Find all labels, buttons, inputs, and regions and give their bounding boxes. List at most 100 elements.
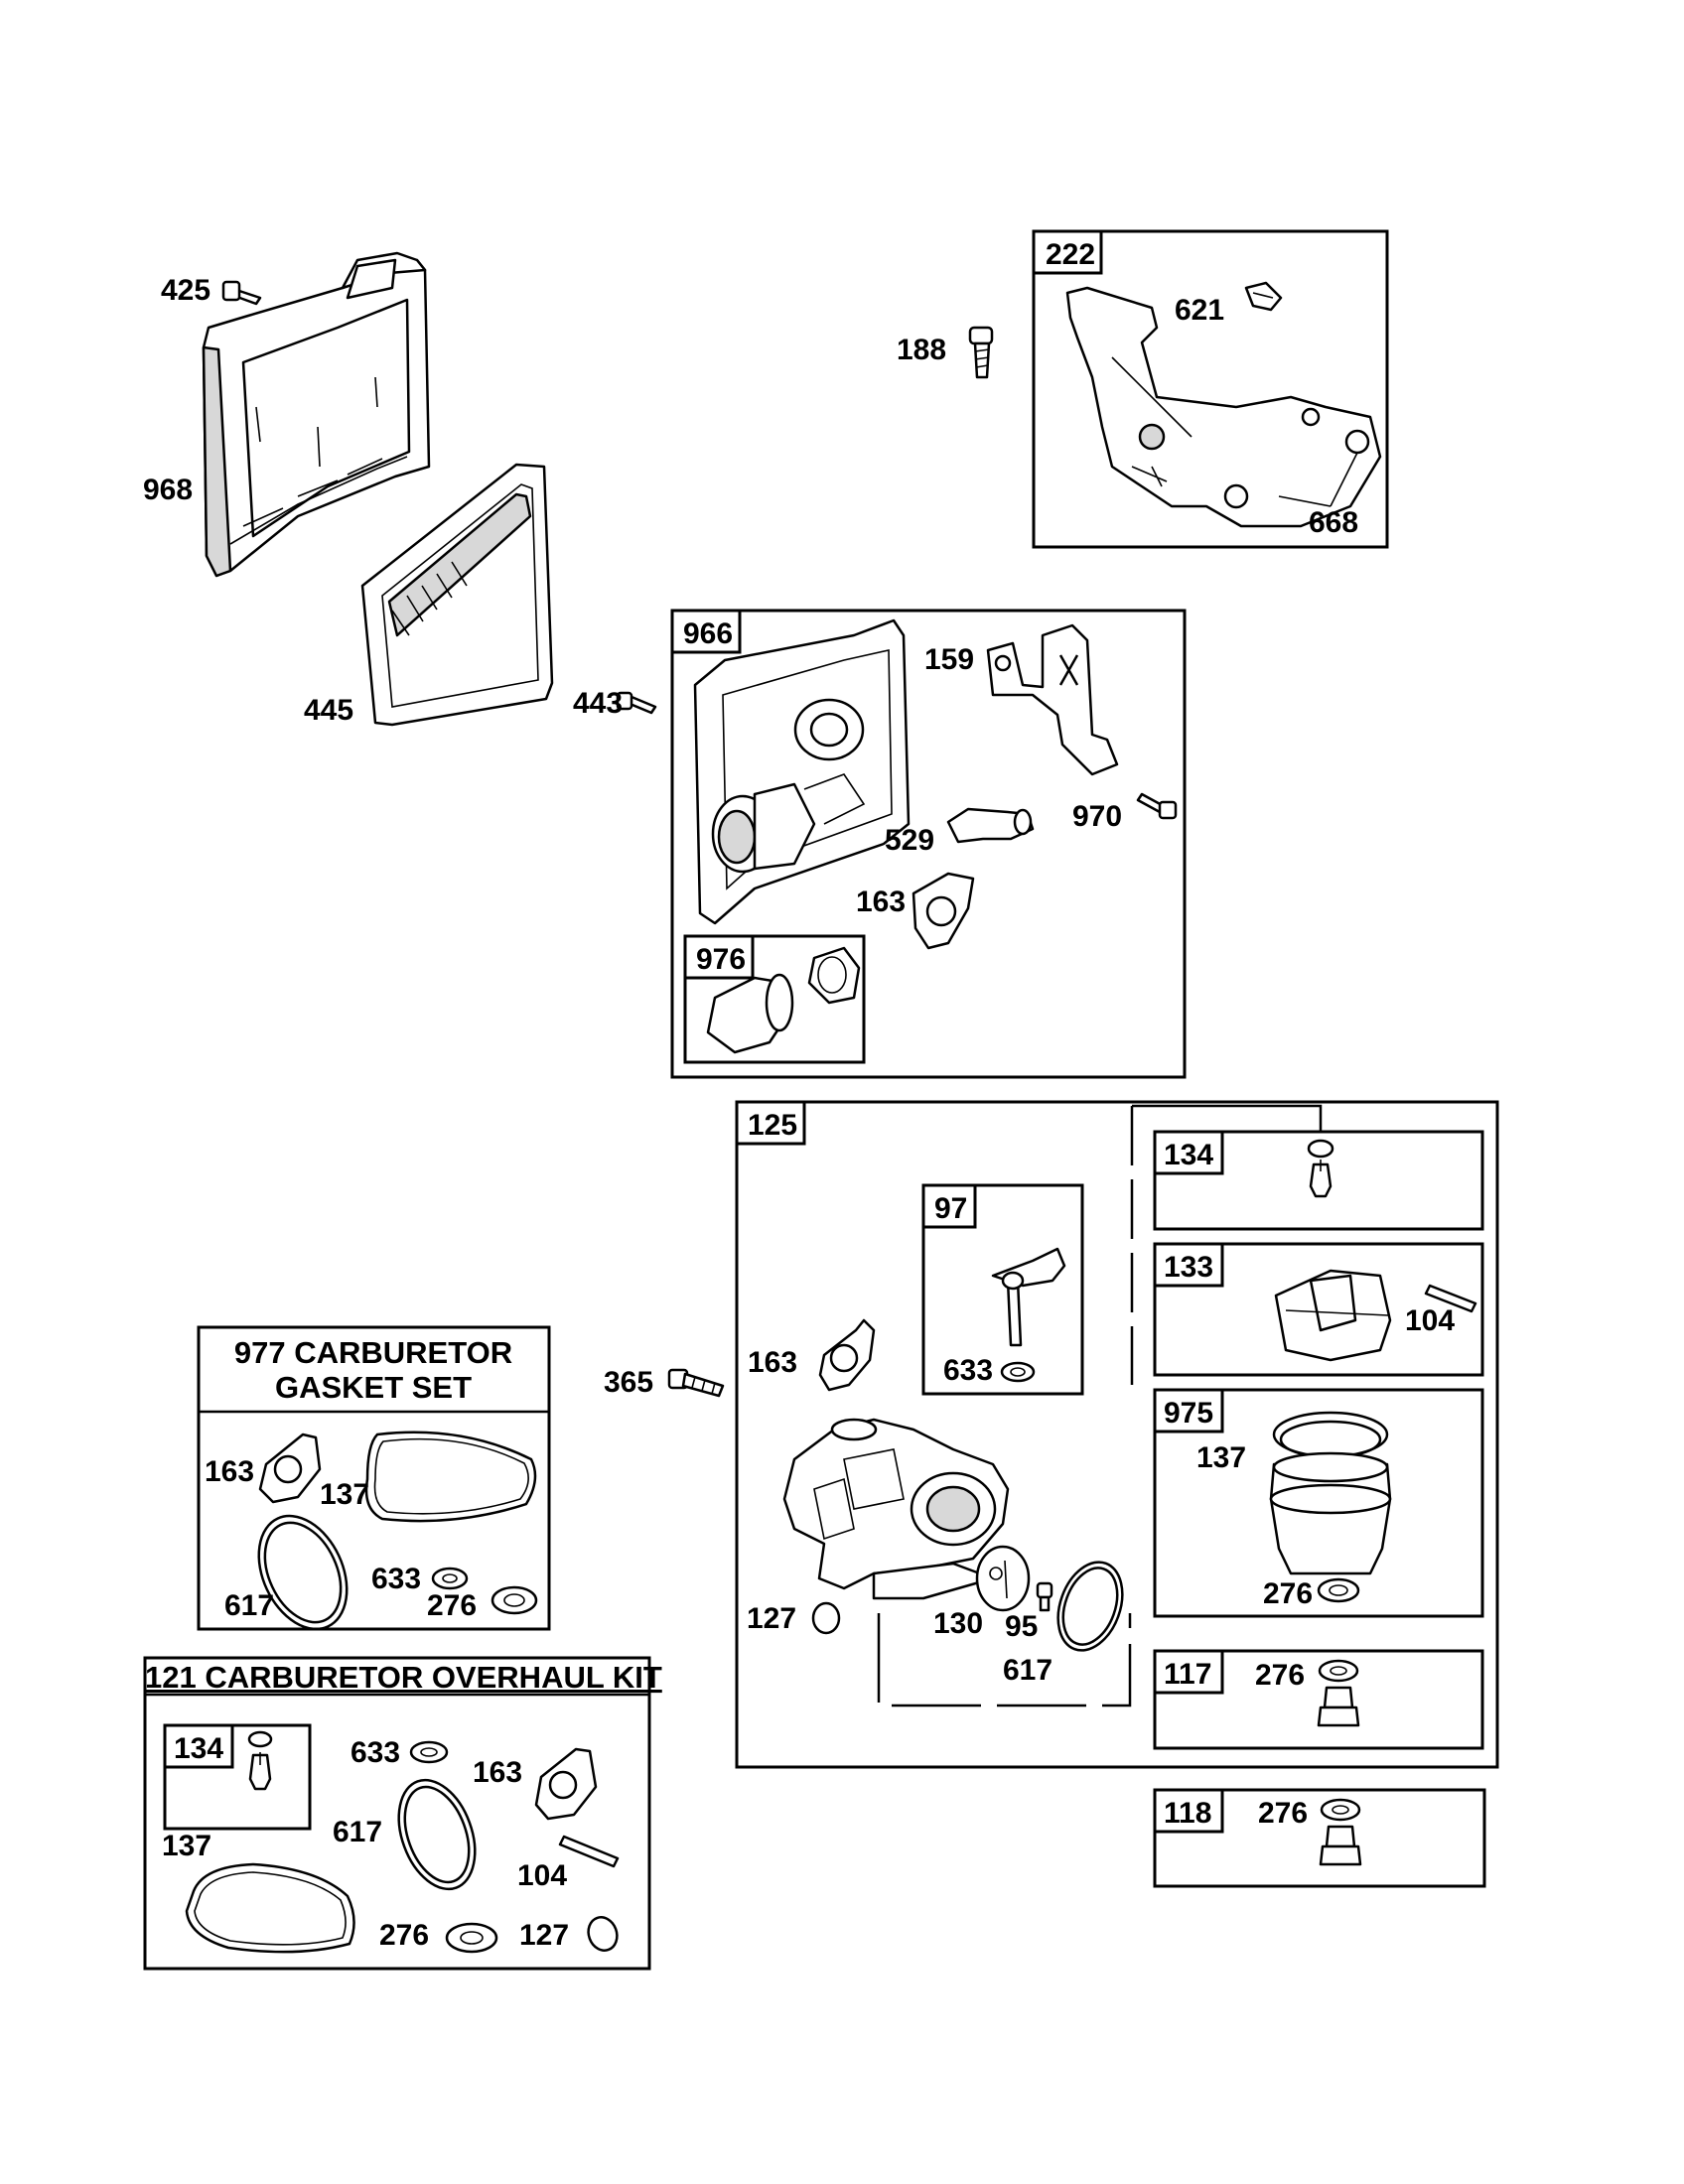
callout-130: 130: [933, 1607, 983, 1640]
box-976: [683, 934, 866, 1064]
callout-975: 975: [1164, 1397, 1213, 1430]
callout-276-975: 276: [1263, 1577, 1313, 1610]
carb-body-plate-part: [693, 618, 911, 925]
box-222: [1032, 229, 1389, 549]
callout-125: 125: [748, 1109, 797, 1142]
diaphragm-part-130: [975, 1545, 1031, 1612]
screw-part-425: [221, 280, 262, 306]
box-966: [670, 609, 1187, 1079]
callout-127-kit: 127: [519, 1919, 569, 1952]
box-134-kit: [163, 1723, 312, 1831]
control-bracket-part: [1065, 286, 1382, 528]
gasket-set-title-line1: 977 CARBURETOR: [234, 1335, 512, 1370]
callout-529: 529: [885, 824, 934, 857]
callout-97: 97: [934, 1192, 967, 1225]
air-filter-part: [360, 463, 554, 727]
callout-633-977: 633: [371, 1563, 421, 1595]
callout-95: 95: [1005, 1610, 1038, 1643]
callout-668: 668: [1309, 506, 1358, 539]
gasket-set-title-line2: GASKET SET: [275, 1370, 472, 1405]
callout-134: 134: [1164, 1139, 1213, 1171]
callout-133: 133: [1164, 1251, 1213, 1284]
box-977-gasket-set: [197, 1325, 551, 1631]
plug-part-127-kit: [587, 1916, 619, 1952]
gasket-part-163-carb: [818, 1318, 876, 1392]
callout-621: 621: [1175, 294, 1224, 327]
plug-part-127-carb: [811, 1601, 841, 1635]
gasket-part-163-kit: [534, 1747, 598, 1821]
callout-617-kit: 617: [333, 1816, 382, 1848]
callout-276-117: 276: [1255, 1659, 1305, 1692]
screw-part-188: [968, 326, 994, 379]
callout-633-97: 633: [943, 1354, 993, 1387]
callout-617-977: 617: [224, 1589, 274, 1622]
callout-163-977: 163: [205, 1455, 254, 1488]
callout-970: 970: [1072, 800, 1122, 833]
callout-276-118: 276: [1258, 1797, 1308, 1830]
washer-part-276-977: [491, 1585, 538, 1615]
oring-part-137-977: [364, 1431, 537, 1523]
needle-part-134: [1307, 1139, 1334, 1198]
callout-137-kit: 137: [162, 1830, 211, 1862]
nut-part-118: [1319, 1798, 1362, 1866]
overhaul-kit-title: 121 CARBURETOR OVERHAUL KIT: [145, 1660, 662, 1695]
callout-159: 159: [924, 643, 974, 676]
screw-part-970: [1136, 792, 1178, 820]
oring-part-617-kit: [397, 1778, 477, 1891]
callout-134-kit: 134: [174, 1732, 223, 1765]
washer-part-633-977: [431, 1567, 469, 1590]
callout-137-977: 137: [320, 1478, 369, 1511]
callout-163-mount: 163: [856, 886, 906, 918]
oring-part-137-kit: [185, 1862, 355, 1954]
screw-part-95: [1036, 1581, 1053, 1612]
air-cleaner-base-part: [202, 251, 431, 578]
bowl-part-975: [1269, 1411, 1392, 1575]
callout-966: 966: [683, 617, 733, 650]
callout-633-kit: 633: [351, 1736, 400, 1769]
nut-part-117: [1317, 1659, 1360, 1727]
float-part-97: [991, 1247, 1066, 1347]
oring-part-617-carb: [1056, 1561, 1124, 1652]
needle-part-134-kit: [247, 1730, 273, 1791]
pin-part-104-carb: [1424, 1284, 1477, 1313]
washer-part-633-kit: [409, 1740, 449, 1764]
callout-222: 222: [1046, 238, 1095, 271]
float-part-133: [1274, 1269, 1392, 1362]
callout-163-kit: 163: [473, 1756, 522, 1789]
filter-cup-part-976: [706, 946, 861, 1054]
washer-part-276-kit: [445, 1922, 498, 1954]
callout-365: 365: [604, 1366, 653, 1399]
callout-617-carb: 617: [1003, 1654, 1052, 1687]
bracket-part-159: [986, 623, 1119, 776]
callout-445: 445: [304, 694, 353, 727]
screw-part-443: [616, 691, 657, 715]
washer-part-276-975: [1317, 1577, 1360, 1603]
callout-117: 117: [1164, 1658, 1211, 1691]
oring-part-617-977: [257, 1514, 349, 1631]
box-125: [735, 1100, 1499, 1769]
callout-276-kit: 276: [379, 1919, 429, 1952]
clip-part-621: [1244, 281, 1283, 312]
washer-part-633-97: [1000, 1361, 1036, 1383]
screw-part-365: [667, 1368, 725, 1398]
box-134: [1153, 1130, 1484, 1231]
box-118: [1153, 1788, 1486, 1888]
callout-163-carb: 163: [748, 1346, 797, 1379]
callout-976: 976: [696, 943, 746, 976]
callout-276-977: 276: [427, 1589, 477, 1622]
box-117: [1153, 1649, 1484, 1750]
callout-118: 118: [1164, 1797, 1211, 1830]
callout-188: 188: [897, 334, 946, 366]
box-97: [921, 1183, 1084, 1396]
box-133: [1153, 1242, 1484, 1377]
callout-104-carb: 104: [1405, 1304, 1455, 1337]
callout-425: 425: [161, 274, 210, 307]
callout-968: 968: [143, 474, 193, 506]
callout-104-kit: 104: [517, 1859, 567, 1892]
box-975: [1153, 1388, 1484, 1618]
elbow-part-529: [946, 807, 1035, 844]
gasket-part-163-mount: [912, 872, 975, 950]
callout-137-975: 137: [1196, 1441, 1246, 1474]
callout-127-carb: 127: [747, 1602, 796, 1635]
